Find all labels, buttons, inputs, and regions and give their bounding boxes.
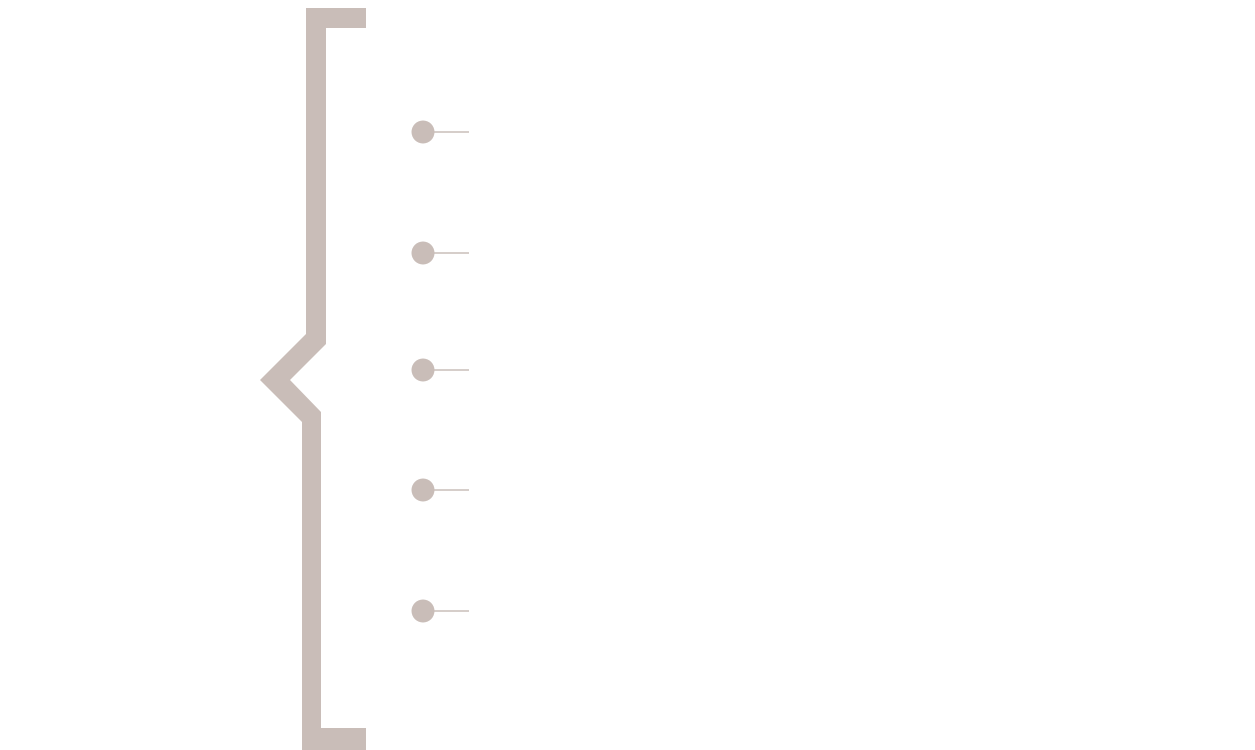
bullet-dot [411,358,435,382]
curly-brace-shape [260,8,366,750]
bullet-list [411,120,469,623]
bullet-dot [411,599,435,623]
bullet-item-2 [411,241,469,265]
bullet-item-5 [411,599,469,623]
bullet-dot [411,241,435,265]
bullet-dot [411,120,435,144]
bullet-dot [411,478,435,502]
bullet-item-1 [411,120,469,144]
bullet-item-4 [411,478,469,502]
bullet-item-3 [411,358,469,382]
